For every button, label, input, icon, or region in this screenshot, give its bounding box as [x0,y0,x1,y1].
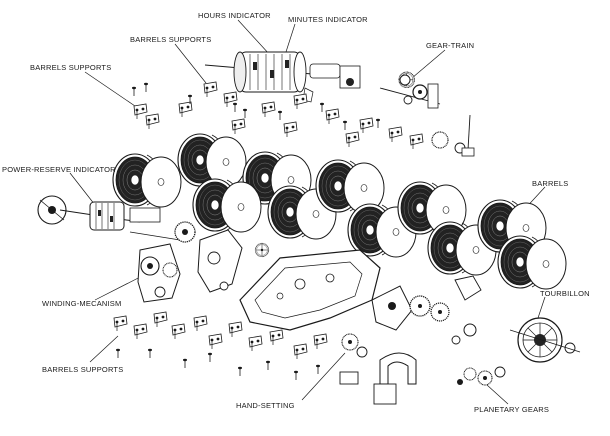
label-hand-setting: HAND-SETTING [236,401,295,410]
label-barrels: BARRELS [532,179,569,188]
hand-setting [339,333,417,405]
gear-train [379,71,475,157]
label-power-reserve-indicator: POWER-RESERVE INDICATOR [2,165,116,174]
main-plate [239,249,413,331]
label-hours-indicator: HOURS INDICATOR [198,11,271,20]
label-barrels-supports-top: BARRELS SUPPORTS [130,35,212,44]
label-planetary-gears: PLANETARY GEARS [474,405,550,414]
label-minutes-indicator: MINUTES INDICATOR [288,15,368,24]
planetary-gears [457,366,506,386]
label-gear-train: GEAR-TRAIN [426,41,475,50]
leader-lines [69,19,546,405]
label-barrels-supports-left: BARRELS SUPPORTS [30,63,112,72]
label-tourbillon: TOURBILLON [540,289,590,298]
power-reserve-indicator [37,195,181,241]
label-winding-mecanism: WINDING-MECANISM [42,299,122,308]
label-barrels-supports-bottom: BARRELS SUPPORTS [42,365,124,374]
winding-mechanism [137,221,270,303]
tourbillon [509,317,581,363]
train-wheels [409,275,482,345]
